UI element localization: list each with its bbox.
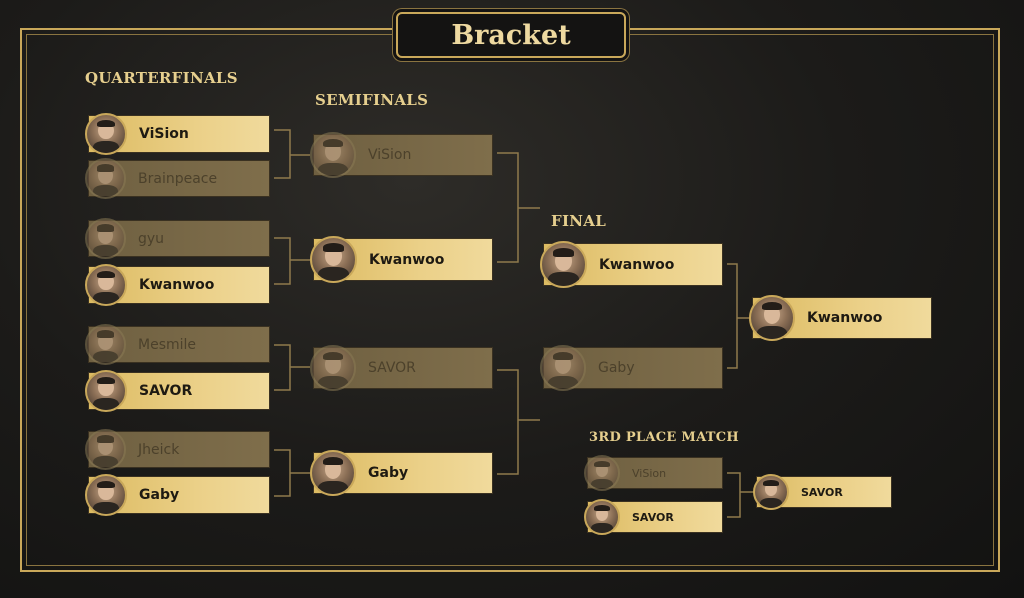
connector-qf1 xyxy=(274,129,310,179)
player-name: Kwanwoo xyxy=(139,277,215,293)
final-slot[interactable]: Gaby xyxy=(540,345,723,391)
semifinals-slot[interactable]: ViSion xyxy=(310,132,493,178)
player-avatar xyxy=(310,132,356,178)
player-name: Kwanwoo xyxy=(369,251,445,268)
player-avatar xyxy=(749,295,795,341)
player-avatar xyxy=(85,474,127,516)
connector-qf2 xyxy=(274,237,310,285)
player-name: SAVOR xyxy=(632,510,674,524)
label-third-place: 3RD PLACE MATCH xyxy=(589,430,740,445)
connector-sf2 xyxy=(497,369,540,475)
quarterfinals-slot[interactable]: Kwanwoo xyxy=(85,264,270,306)
connector-third xyxy=(727,472,754,518)
player-avatar xyxy=(85,158,126,199)
player-avatar xyxy=(85,113,127,155)
label-quarterfinals: QUARTERFINALS xyxy=(85,69,238,87)
player-avatar xyxy=(85,264,127,306)
quarterfinals-slot[interactable]: Mesmile xyxy=(85,324,270,365)
player-avatar xyxy=(753,474,789,510)
quarterfinals-slot[interactable]: Brainpeace xyxy=(85,158,270,199)
player-avatar xyxy=(85,324,126,365)
page-title: Bracket xyxy=(451,19,571,51)
player-avatar xyxy=(310,345,356,391)
semifinals-slot[interactable]: Kwanwoo xyxy=(310,236,493,283)
quarterfinals-slot[interactable]: SAVOR xyxy=(85,370,270,412)
player-name: Kwanwoo xyxy=(807,310,883,326)
player-name: Gaby xyxy=(368,465,409,481)
player-name: SAVOR xyxy=(368,360,416,376)
player-name: ViSion xyxy=(368,147,412,163)
player-name: Gaby xyxy=(139,487,180,503)
third-place-winner-slot[interactable]: SAVOR xyxy=(753,474,892,510)
player-name: SAVOR xyxy=(139,383,193,399)
player-avatar xyxy=(584,499,620,535)
third-place-slot[interactable]: ViSion xyxy=(584,455,723,491)
player-name: gyu xyxy=(138,230,165,247)
quarterfinals-slot[interactable]: ViSion xyxy=(85,113,270,155)
final-slot[interactable]: Kwanwoo xyxy=(540,241,723,288)
title-banner: Bracket xyxy=(396,12,626,58)
player-name: Jheick xyxy=(138,441,180,458)
player-name: Brainpeace xyxy=(138,170,218,187)
player-avatar xyxy=(85,429,126,470)
player-avatar xyxy=(85,370,127,412)
champion-slot[interactable]: Kwanwoo xyxy=(749,295,932,341)
player-avatar xyxy=(310,450,356,496)
player-avatar xyxy=(540,241,587,288)
player-avatar xyxy=(310,236,357,283)
third-place-slot[interactable]: SAVOR xyxy=(584,499,723,535)
connector-qf4 xyxy=(274,449,310,497)
semifinals-slot[interactable]: Gaby xyxy=(310,450,493,496)
label-final: FINAL xyxy=(551,212,607,230)
player-avatar xyxy=(584,455,620,491)
quarterfinals-slot[interactable]: Jheick xyxy=(85,429,270,470)
label-semifinals: SEMIFINALS xyxy=(315,91,429,109)
quarterfinals-slot[interactable]: gyu xyxy=(85,218,270,259)
player-name: Gaby xyxy=(598,360,635,376)
player-name: ViSion xyxy=(632,466,667,480)
connector-sf1 xyxy=(497,152,540,263)
player-name: ViSion xyxy=(139,126,189,142)
player-avatar xyxy=(85,218,126,259)
connector-qf3 xyxy=(274,344,310,391)
semifinals-slot[interactable]: SAVOR xyxy=(310,345,493,391)
player-name: Kwanwoo xyxy=(599,256,675,273)
quarterfinals-slot[interactable]: Gaby xyxy=(85,474,270,516)
player-name: Mesmile xyxy=(138,336,197,353)
player-name: SAVOR xyxy=(801,485,843,499)
player-avatar xyxy=(540,345,586,391)
connector-final xyxy=(727,263,750,369)
